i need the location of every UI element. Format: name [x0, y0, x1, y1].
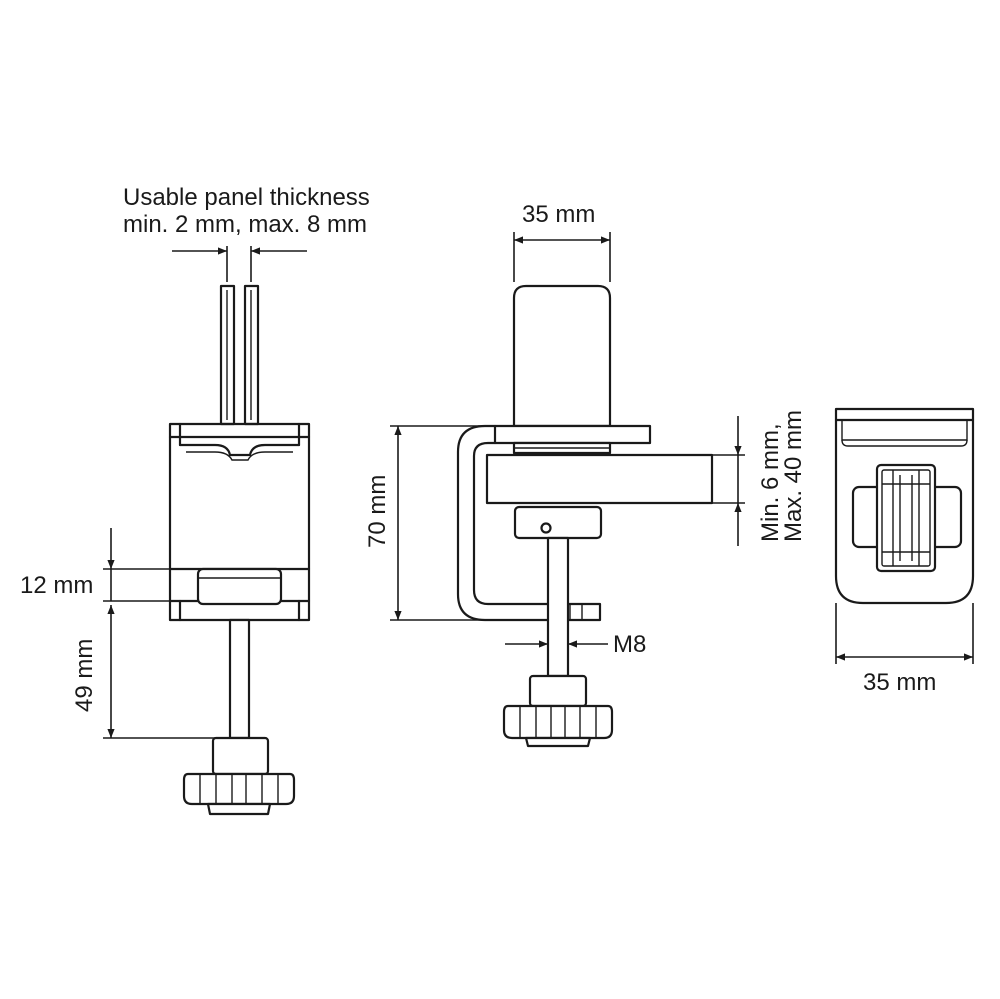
- dimension-minmax: [712, 416, 745, 546]
- c-frame: [456, 424, 602, 622]
- dimension-minmax-label-line2: Max. 40 mm: [780, 410, 807, 542]
- dimension-35mm-right: [835, 603, 974, 664]
- front-view: Usable panel thickness min. 2 mm, max. 8…: [20, 184, 370, 816]
- mechanism-top: [851, 463, 963, 573]
- dimension-12mm-label: 12 mm: [20, 572, 93, 599]
- panel-thickness-dimension: [172, 246, 307, 282]
- dimension-minmax-label-line1: Min. 6 mm,: [757, 423, 784, 542]
- panel-section: [485, 453, 714, 505]
- clamp-outline-top: [834, 407, 975, 605]
- dimension-49mm-label: 49 mm: [71, 639, 98, 712]
- pressure-pad: [196, 567, 283, 606]
- dimension-70mm: [390, 425, 485, 621]
- dimension-35mm-right-label: 35 mm: [863, 669, 936, 696]
- panel-thickness-label-line1: Usable panel thickness: [123, 184, 370, 211]
- knob-side: [502, 674, 614, 748]
- upright-plate: [512, 284, 612, 428]
- screw-shaft-front: [228, 618, 251, 740]
- panel-thickness-label-line2: min. 2 mm, max. 8 mm: [123, 211, 367, 238]
- screw-shaft-side: [546, 536, 570, 678]
- dimension-70mm-label: 70 mm: [364, 475, 391, 548]
- top-view: 35 mm: [834, 407, 975, 696]
- top-flange: [493, 424, 652, 445]
- dimension-12mm: [103, 528, 198, 602]
- pressure-block-side: [513, 505, 603, 540]
- side-view: 35 mm 70 mm Min. 6 mm, Max. 40 mm M8: [364, 201, 807, 748]
- dimension-49mm: [103, 605, 230, 739]
- dimension-m8: [505, 632, 608, 652]
- dimension-35mm-top: [513, 232, 611, 282]
- knob-front: [182, 736, 296, 816]
- dimension-m8-label: M8: [613, 631, 646, 658]
- dimension-35mm-top-label: 35 mm: [522, 201, 595, 228]
